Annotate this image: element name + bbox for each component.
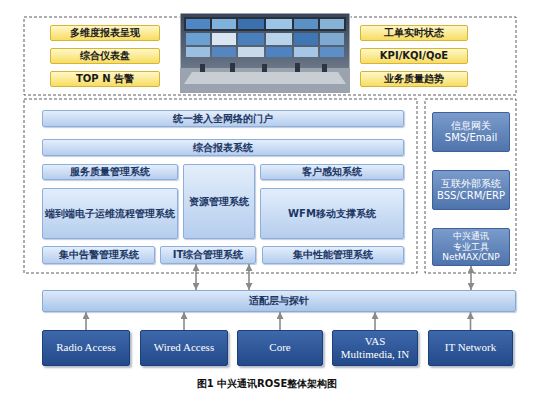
connector-arrow [470,312,472,330]
network-box: Core [237,330,323,366]
system-box: 客户感知系统 [260,164,404,180]
system-box: WFM移动支撑系统 [260,188,404,239]
adapter-layer-bar: 适配层与探针 [42,290,516,312]
dashed-region [425,99,516,273]
connector-arrow [248,264,250,290]
node-label: KPI/KQI/QoE [380,50,448,62]
feature-tag: TOP N 告警 [50,71,160,87]
external-box: 中兴通讯 专业工具 NetMAX/CNP [432,228,510,266]
node-label: 工单实时状态 [384,27,444,39]
feature-tag: 综合仪表盘 [50,48,160,64]
control-room-photo [180,13,350,93]
connector-arrow [374,312,376,330]
network-box: Wired Access [140,330,228,366]
node-label: 统一接入全网络的门户 [173,113,273,125]
connector-arrow [183,312,185,330]
node-label: 互联外部系统 BSS/CRM/ERP [433,178,509,202]
node-label: WFM移动支撑系统 [288,208,376,220]
network-box: IT Network [428,330,513,366]
node-label: 集中性能管理系统 [293,249,373,261]
node-label: 客户感知系统 [302,166,362,178]
network-box: VAS Multimedia, IN [332,330,418,366]
network-box: Radio Access [42,330,130,366]
connector-arrow [85,312,87,330]
system-bar: 综合报表系统 [42,139,404,156]
dashed-region [24,17,516,95]
system-box: 端到端电子运维流程管理系统 [42,188,178,239]
system-box: IT综合管理系统 [160,246,256,264]
node-label: 适配层与探针 [249,295,309,307]
node-label: 服务质量管理系统 [70,166,150,178]
feature-tag: KPI/KQI/QoE [360,48,468,64]
node-label: TOP N 告警 [76,73,134,85]
system-box: 服务质量管理系统 [42,164,178,180]
connector-arrow [279,312,281,330]
system-box: 资源管理系统 [183,164,255,239]
node-label: 综合报表系统 [193,142,253,154]
connector-arrow [470,266,472,290]
system-box: 集中告警管理系统 [42,246,155,264]
node-label: IT Network [445,341,496,354]
node-label: 信息网关 SMS/Email [433,120,509,144]
feature-tag: 多维度报表呈现 [50,25,160,41]
external-box: 互联外部系统 BSS/CRM/ERP [432,170,510,210]
dashed-region [24,99,417,273]
node-label: 端到端电子运维流程管理系统 [45,208,175,220]
figure-caption: 图1 中兴通讯ROSE整体架构图 [0,377,534,391]
node-label: VAS Multimedia, IN [337,335,414,361]
feature-tag: 业务质量趋势 [360,71,468,87]
connector-arrow [195,264,197,290]
system-box: 集中性能管理系统 [262,246,404,264]
node-label: IT综合管理系统 [173,249,244,261]
node-label: 中兴通讯 专业工具 NetMAX/CNP [433,231,509,263]
portal-bar: 统一接入全网络的门户 [42,110,404,127]
feature-tag: 工单实时状态 [360,25,468,41]
external-box: 信息网关 SMS/Email [432,112,510,152]
node-label: Radio Access [56,341,116,354]
node-label: 集中告警管理系统 [59,249,139,261]
node-label: 业务质量趋势 [384,73,444,85]
node-label: 多维度报表呈现 [70,27,140,39]
node-label: Wired Access [154,341,214,354]
node-label: 综合仪表盘 [80,50,130,62]
node-label: 资源管理系统 [189,196,249,208]
node-label: Core [269,341,290,354]
